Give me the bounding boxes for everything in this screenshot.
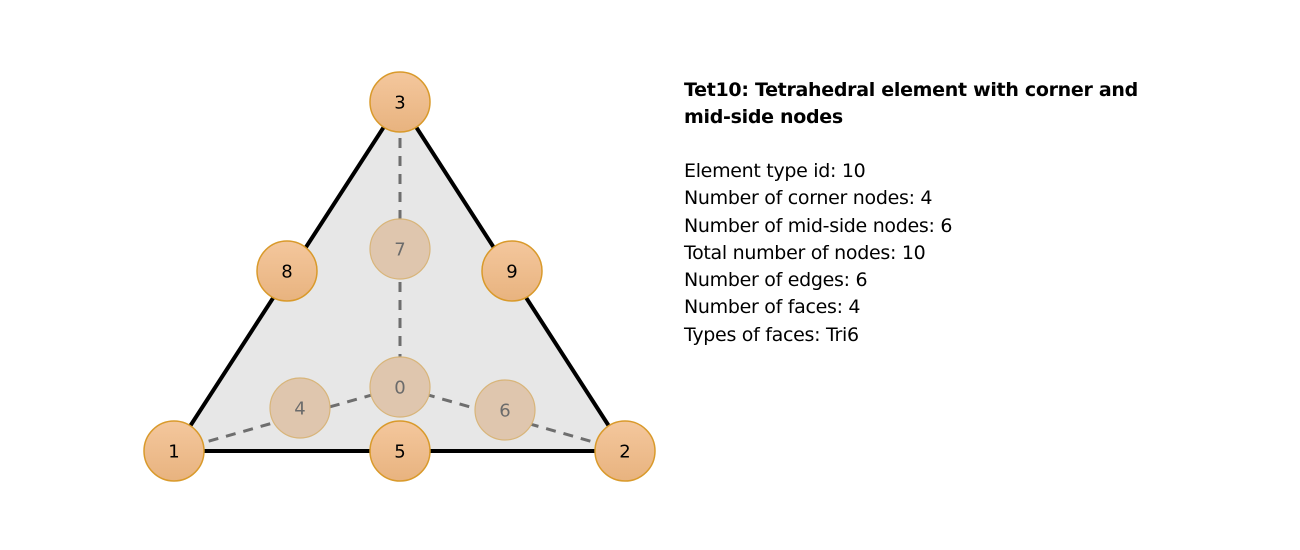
node-4: 4 <box>269 377 331 439</box>
node-circle <box>369 218 431 280</box>
node-label: 8 <box>281 262 292 283</box>
prop-total-nodes: Total number of nodes: 10 <box>684 241 926 264</box>
node-circle <box>369 356 431 418</box>
node-label: 5 <box>394 442 405 463</box>
node-circle <box>369 71 431 133</box>
node-6: 6 <box>474 379 536 441</box>
node-0: 0 <box>369 356 431 418</box>
node-3: 3 <box>369 71 431 133</box>
node-2: 2 <box>594 420 656 482</box>
node-label: 2 <box>619 442 630 463</box>
prop-corner-nodes: Number of corner nodes: 4 <box>684 187 933 210</box>
nodes: 0 4 6 7 1 2 3 5 8 9 <box>143 71 656 482</box>
node-label: 4 <box>294 399 305 420</box>
node-label: 6 <box>499 401 510 422</box>
node-label: 0 <box>394 378 405 399</box>
node-8: 8 <box>256 240 318 302</box>
node-5: 5 <box>369 420 431 482</box>
node-label: 1 <box>168 442 179 463</box>
element-title: Tet10: Tetrahedral element with corner a… <box>684 79 1138 128</box>
prop-element-type-id: Element type id: 10 <box>684 160 866 182</box>
node-circle <box>474 379 536 441</box>
node-circle <box>256 240 318 302</box>
node-circle <box>594 420 656 482</box>
node-label: 3 <box>394 93 405 114</box>
node-1: 1 <box>143 420 205 482</box>
node-label: 7 <box>394 240 405 261</box>
node-7: 7 <box>369 218 431 280</box>
node-circle <box>369 420 431 482</box>
node-9: 9 <box>481 240 543 302</box>
node-circle <box>481 240 543 302</box>
prop-mid-side-nodes: Number of mid-side nodes: 6 <box>684 214 953 237</box>
element-info-panel: Tet10: Tetrahedral element with corner a… <box>684 77 1144 349</box>
node-label: 9 <box>506 262 517 283</box>
prop-face-types: Types of faces: Tri6 <box>684 323 859 346</box>
prop-edges: Number of edges: 6 <box>684 269 868 292</box>
prop-faces: Number of faces: 4 <box>684 296 861 319</box>
node-circle <box>269 377 331 439</box>
node-circle <box>143 420 205 482</box>
